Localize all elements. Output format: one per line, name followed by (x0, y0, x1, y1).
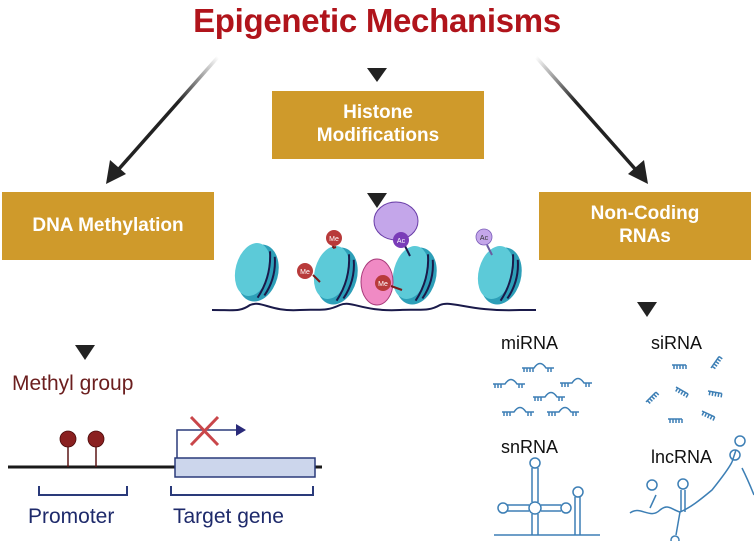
chromatin-fiber (211, 302, 536, 312)
dna-methylation-label: DNA Methylation (32, 214, 184, 236)
methyl-mark: Me (375, 275, 403, 291)
non-coding-rnas-box: Non-Coding RNAs (539, 192, 751, 260)
target-gene-label: Target gene (173, 505, 284, 528)
mirna-label: miRNA (501, 333, 558, 353)
nucleosome (392, 246, 437, 305)
promoter-label: Promoter (28, 505, 115, 528)
transcription-start-arrow (176, 424, 246, 458)
snrna-label: snRNA (501, 437, 559, 457)
arrow-to-dna-methylation (106, 55, 220, 184)
svg-text:Ac: Ac (480, 235, 489, 242)
methyl-lollipop (87, 430, 105, 467)
svg-text:Ac: Ac (397, 238, 406, 245)
methyl-group-label: Methyl group (12, 372, 134, 395)
diagram-title: Epigenetic Mechanisms (193, 2, 561, 39)
nucleosome (313, 246, 358, 305)
arrow-ncrna-to-rnas (637, 275, 657, 317)
target-gene-bracket (170, 486, 314, 496)
methyl-mark: Me (297, 263, 321, 283)
snrna-structure (494, 457, 600, 536)
arrow-histone-to-nucleosomes (367, 163, 387, 208)
sirna-icons (645, 355, 723, 423)
svg-text:Me: Me (378, 281, 388, 288)
histone-modifications-label: Histone Modifications (316, 102, 440, 146)
non-coding-rnas-label: Non-Coding RNAs (590, 203, 700, 247)
dna-methylation-box: DNA Methylation (2, 192, 214, 260)
nucleosome (234, 243, 279, 302)
sirna-label: siRNA (651, 333, 703, 353)
methyl-mark: Me (326, 230, 342, 249)
svg-text:Me: Me (300, 269, 310, 276)
svg-text:Me: Me (329, 236, 339, 243)
lncrna-structure (629, 435, 754, 541)
mirna-icons (493, 362, 592, 416)
nucleosome (477, 246, 522, 305)
promoter-bracket (38, 486, 128, 496)
arrow-to-histone (367, 40, 387, 82)
inhibition-x-icon (189, 415, 220, 447)
arrow-to-ncrna (534, 55, 648, 184)
target-gene-block (174, 457, 316, 478)
acetyl-mark: Ac (393, 232, 411, 257)
acetyl-mark: Ac (475, 228, 493, 256)
methyl-lollipop (59, 430, 77, 467)
arrow-dna-to-gene (75, 275, 95, 360)
lncrna-label: lncRNA (651, 447, 713, 467)
histone-modifications-box: Histone Modifications (272, 91, 484, 159)
